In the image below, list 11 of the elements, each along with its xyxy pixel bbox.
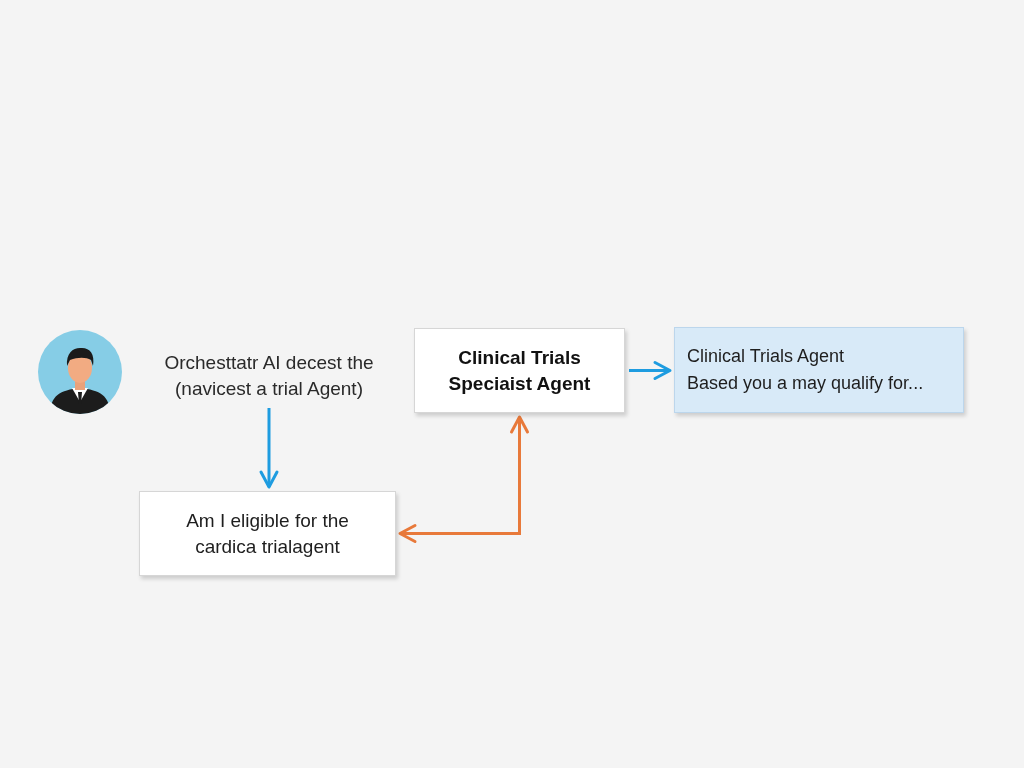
response-box: [674, 327, 964, 413]
arrow: [259, 408, 279, 489]
process-box: [139, 491, 396, 576]
agent-name: Clinical Trials Speciaist Agent: [447, 345, 592, 396]
process-box: [414, 328, 625, 413]
annotation-text: Orchesttatr AI decest the (navicest a trial Agent): [146, 348, 392, 404]
arrow: [629, 361, 672, 380]
arrow: [398, 415, 529, 543]
response-text: Based you a may qualify for...: [687, 372, 924, 395]
response-title: Clinical Trials Agent: [687, 345, 845, 368]
question-text: Am I eligible for the cardica trialagent: [185, 508, 350, 559]
